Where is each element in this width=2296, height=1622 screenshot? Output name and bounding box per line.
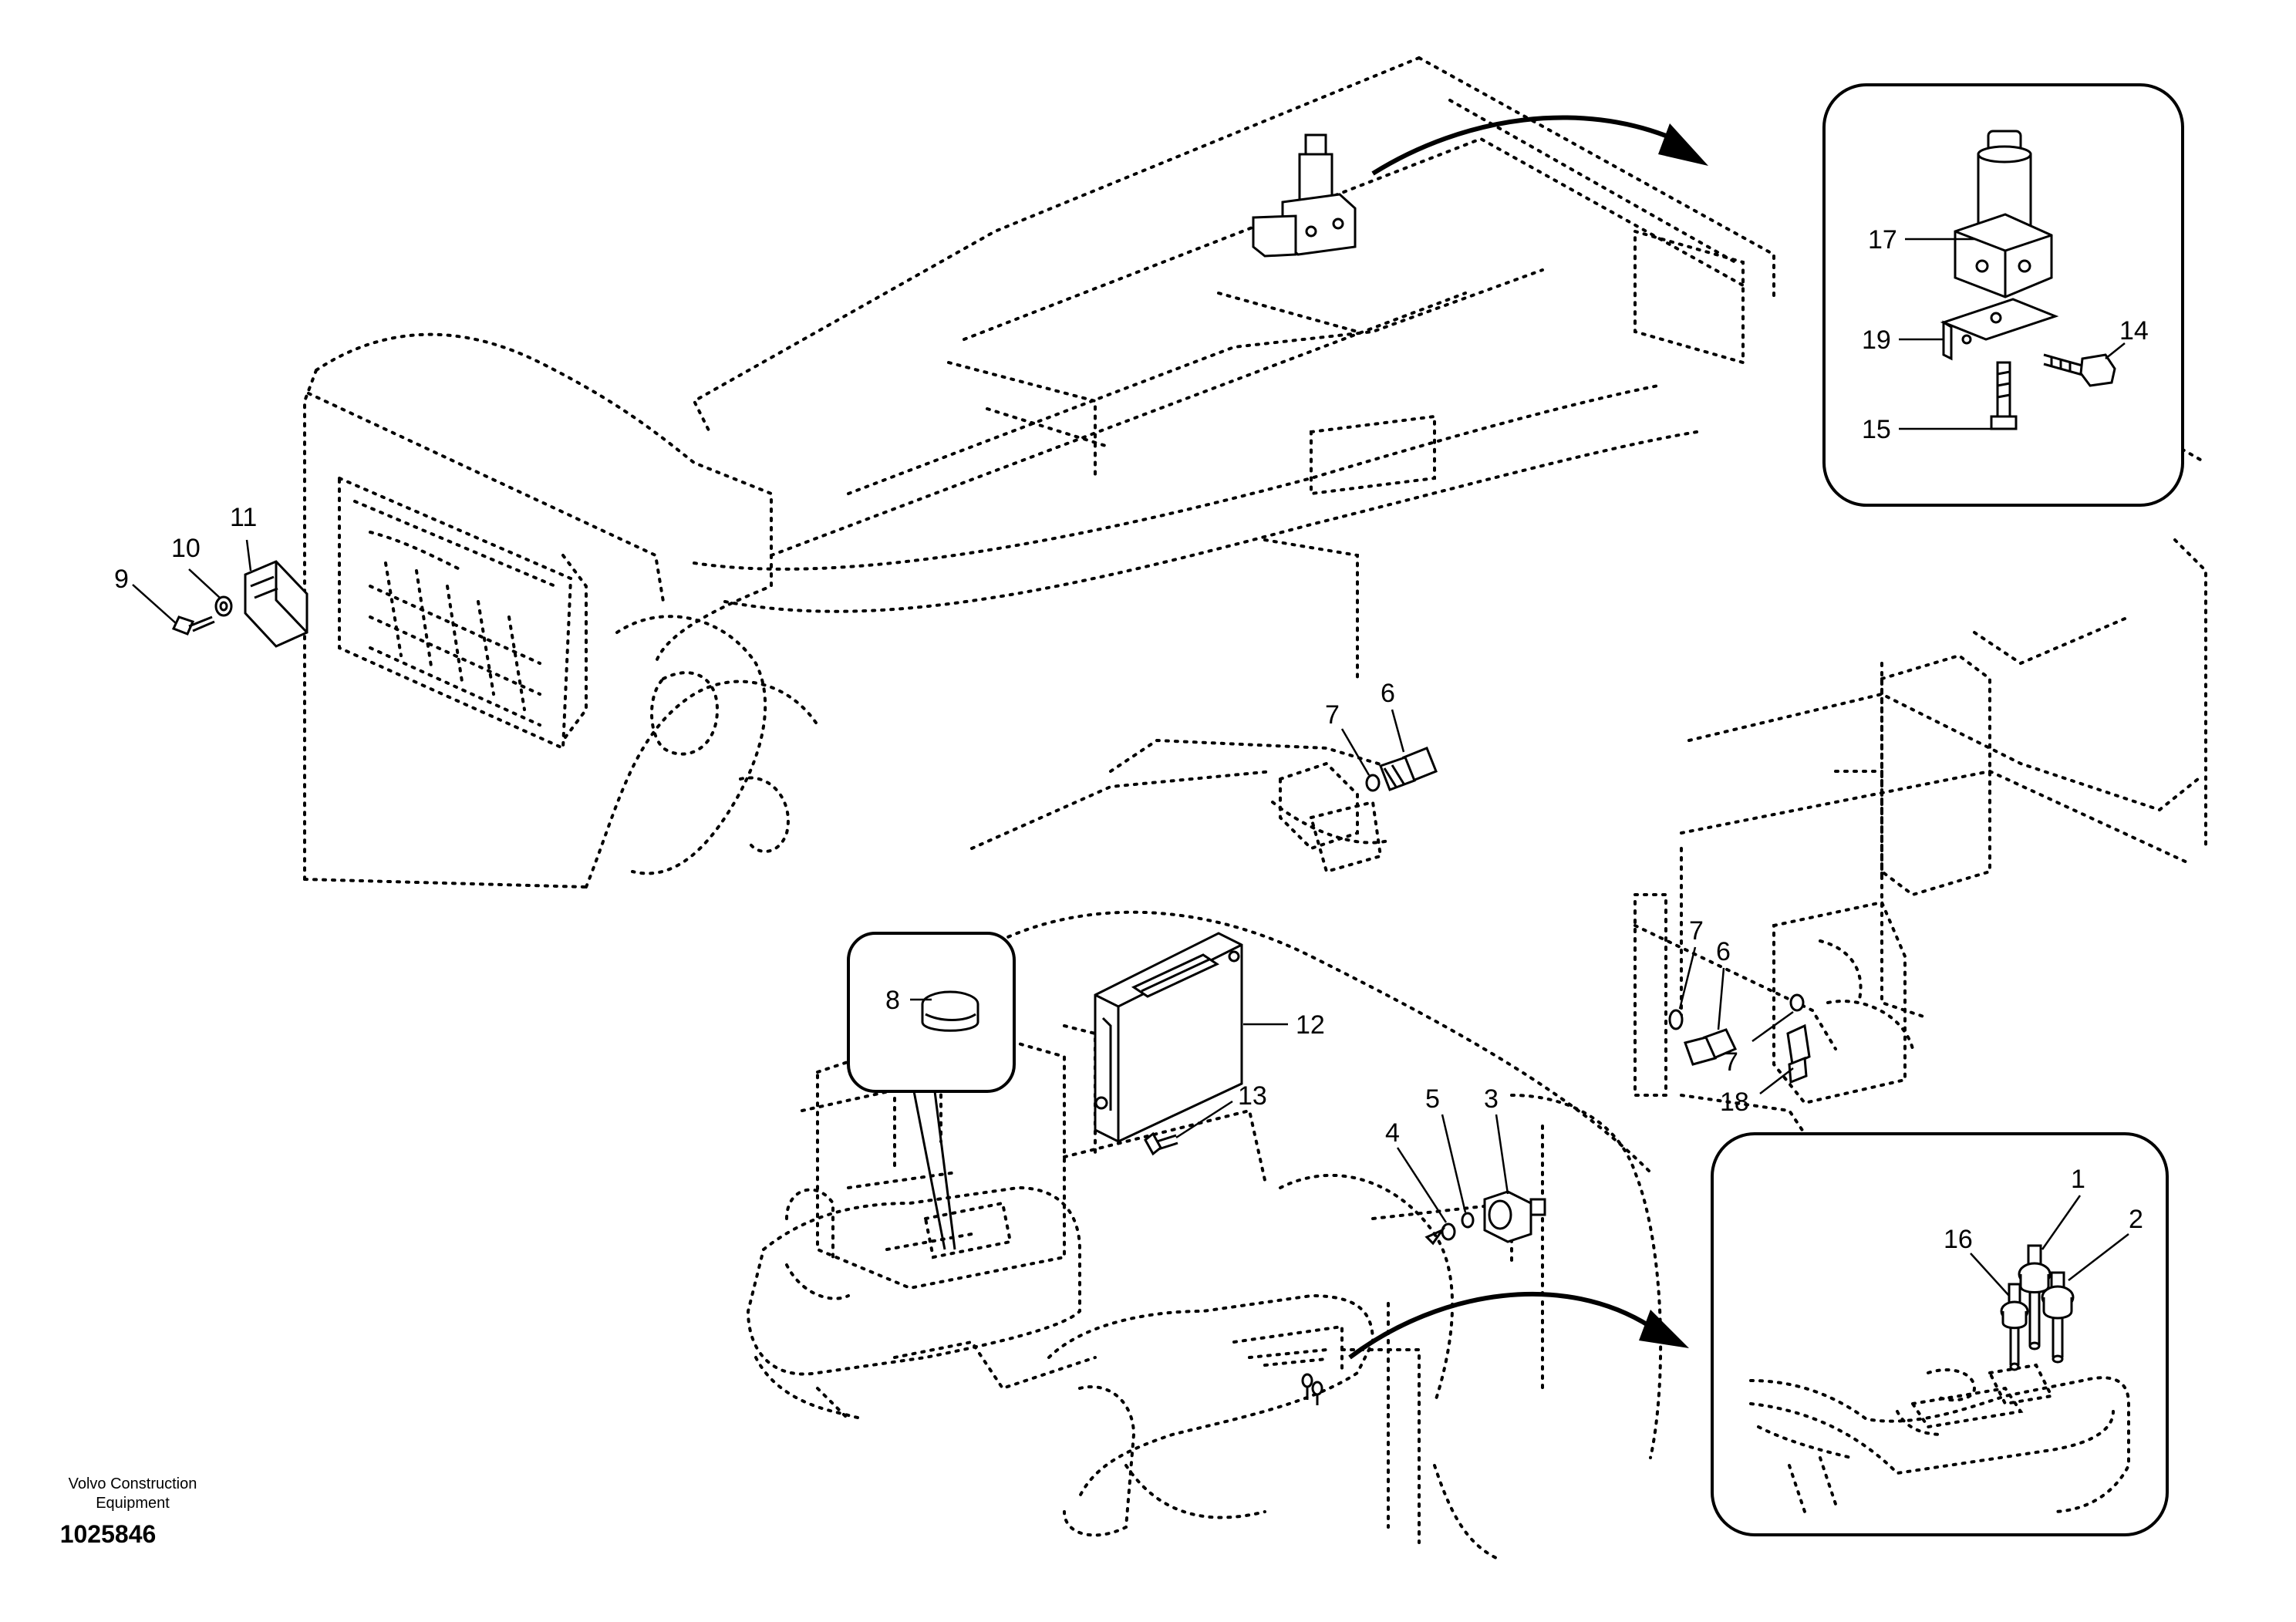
- callout-12: 12: [1296, 1010, 1325, 1040]
- callout-7-mid: 7: [1689, 916, 1704, 946]
- footer: Volvo Construction Equipment 1025846: [60, 1475, 197, 1548]
- switch-3: [1483, 1190, 1546, 1243]
- callout-4: 4: [1385, 1118, 1400, 1148]
- bracket-11: [244, 560, 308, 648]
- callout-5: 5: [1425, 1084, 1440, 1114]
- callout-16: 16: [1944, 1225, 1973, 1254]
- inset-plug: [847, 932, 1016, 1250]
- inset-valve-detail: [1822, 83, 2184, 507]
- ecu-12: [1094, 932, 1243, 1143]
- callout-13: 13: [1238, 1081, 1267, 1111]
- callout-2: 2: [2129, 1205, 2143, 1234]
- callout-7-upper: 7: [1325, 700, 1340, 730]
- brand-line-1: Volvo Construction: [69, 1475, 197, 1492]
- brand-line-2: Equipment: [96, 1495, 170, 1512]
- callout-8: 8: [885, 986, 900, 1015]
- callout-11: 11: [230, 503, 257, 532]
- screw-13: [1144, 1131, 1178, 1156]
- callout-18: 18: [1720, 1088, 1749, 1117]
- callout-3: 3: [1484, 1084, 1499, 1114]
- drawing-number: 1025846: [60, 1520, 157, 1548]
- callout-7-lower: 7: [1724, 1047, 1738, 1077]
- nut-4: [1424, 1222, 1456, 1246]
- inset-console-detail: [1711, 1132, 2169, 1536]
- pressure-sensor-6-lower: [1668, 1009, 1738, 1066]
- leader-lines: [132, 238, 2129, 1297]
- callout-19: 19: [1862, 325, 1891, 355]
- arrow-to-inset-bottom: [1348, 1291, 1689, 1360]
- machine-frame: [303, 56, 2207, 1560]
- arrow-to-inset-top: [1371, 115, 1708, 176]
- callout-9: 9: [114, 565, 129, 594]
- callout-15: 15: [1862, 415, 1891, 444]
- console-switches: [1301, 1373, 1323, 1405]
- washer-10: [214, 595, 233, 617]
- callout-6-lower: 6: [1716, 937, 1731, 966]
- callout-10: 10: [171, 534, 201, 563]
- washer-5: [1461, 1212, 1475, 1229]
- callout-17: 17: [1868, 225, 1897, 255]
- pressure-sensor-6-upper: [1365, 747, 1438, 792]
- callout-6-upper: 6: [1381, 679, 1395, 708]
- sensor-block-upper: [1279, 761, 1383, 874]
- callouts: 17 19 15 14 11 10 9 7 6 8 12 13 4 5 3 7 …: [114, 225, 2149, 1254]
- callout-14: 14: [2119, 316, 2149, 346]
- sensor-18: [1786, 993, 1811, 1084]
- callout-1: 1: [2071, 1165, 2085, 1194]
- top-solenoid-valve: [1252, 133, 1357, 258]
- screw-9: [171, 615, 215, 636]
